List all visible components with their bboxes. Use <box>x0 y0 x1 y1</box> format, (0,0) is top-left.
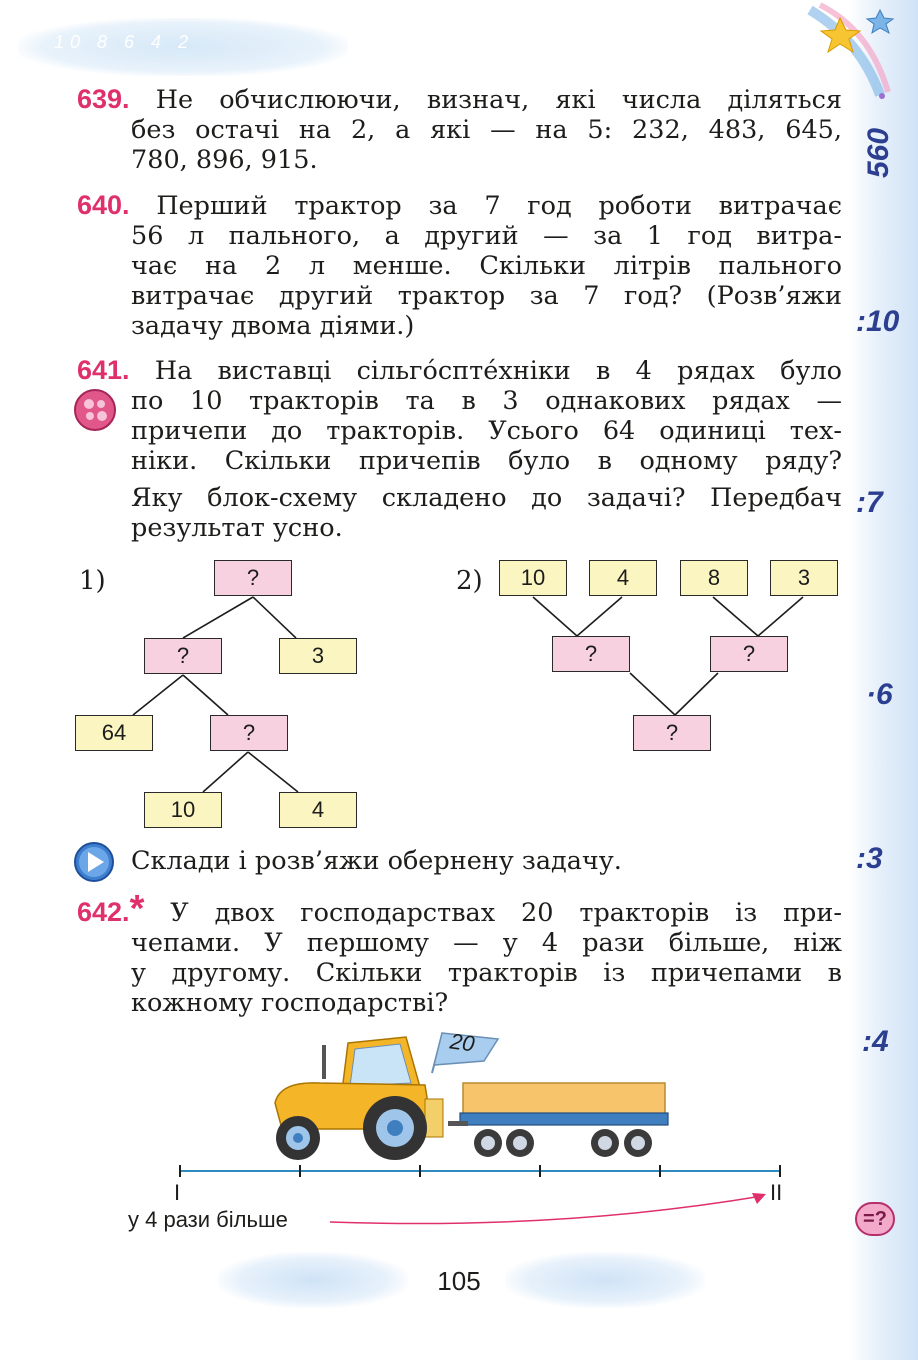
task-line: результат усно. <box>131 513 343 543</box>
top-cloud-decoration: 10 8 6 4 2 <box>18 18 348 76</box>
side-label-mul6: ·6 <box>866 678 893 711</box>
page-number: 105 <box>437 1266 481 1296</box>
task-640: 640. Перший трактор за 7 год роботи витр… <box>77 190 842 341</box>
footer-cloud-left <box>218 1252 408 1308</box>
schema-1-label: 1) <box>79 566 106 596</box>
schema-2-box-mid-1: ? <box>552 636 630 672</box>
task-line: причепи до тракторів. Усього 64 одиниці … <box>131 416 842 446</box>
task-line: у другому. Скільки тракторів із причепам… <box>131 958 842 988</box>
task-line: витрачає другий трактор за 7 год? (Розв’… <box>131 281 842 311</box>
schema-2-box-bottom: ? <box>633 715 711 751</box>
cloud-numbers: 10 8 6 4 2 <box>54 32 195 52</box>
star-icon: * <box>129 888 145 930</box>
side-label-div4: :4 <box>862 1025 889 1058</box>
task-line: задачу двома діями.) <box>131 311 415 341</box>
task-line: 642.* У двох господарствах 20 тракторів … <box>77 888 842 930</box>
task-number: 639. <box>77 84 130 114</box>
task-641: 641. На виставці сільгóсптéхніки в 4 ряд… <box>77 355 842 543</box>
schema-2-label: 2) <box>456 566 483 596</box>
task-number: 641. <box>77 355 130 385</box>
task-line: 56 л пального, а другий — за 1 год витра… <box>131 221 842 251</box>
task-line: 780, 896, 915. <box>131 145 318 175</box>
play-arrow-icon <box>74 842 114 882</box>
segment-start-label: I <box>174 1180 181 1205</box>
segment-caption: у 4 рази більше <box>128 1207 288 1232</box>
schema-1-box-mid-right: 3 <box>279 638 357 674</box>
task-642: 642.* У двох господарствах 20 тракторів … <box>77 888 842 1018</box>
shooting-stars-icon <box>807 2 895 99</box>
task-line: кожному господарстві? <box>131 988 449 1018</box>
task-line: 640. Перший трактор за 7 год роботи витр… <box>77 190 843 221</box>
side-label-div7: :7 <box>856 486 883 519</box>
footer-cloud-right <box>505 1252 705 1308</box>
schema-2-box-top-3: 8 <box>680 560 748 596</box>
task-number: 640. <box>77 190 130 220</box>
tractor-with-trailer-illustration <box>274 1032 669 1160</box>
schema-1-box-top: ? <box>214 560 292 596</box>
task-639: 639. Не обчислюючи, визнач, які числа ді… <box>77 84 842 175</box>
task-line: 639. Не обчислюючи, визнач, які числа ді… <box>77 84 843 115</box>
side-label-div10: :10 <box>856 305 900 338</box>
schema-2-box-top-4: 3 <box>770 560 838 596</box>
task-line: 641. На виставці сільгóсптéхніки в 4 ряд… <box>77 355 842 386</box>
schema-1-box-mid-left: ? <box>144 638 222 674</box>
segment-end-label: II <box>770 1180 783 1205</box>
schema-2-box-mid-2: ? <box>710 636 788 672</box>
reverse-task-text: Склади і розв’яжи обернену задачу. <box>131 846 622 876</box>
task-line: чає на 2 л менше. Скільки літрів пальног… <box>131 251 842 281</box>
schema-2-box-top-1: 10 <box>499 560 567 596</box>
side-label-div3: :3 <box>856 842 883 875</box>
schema-1-box-low-left: 64 <box>75 715 153 751</box>
side-decoration-strip <box>848 0 918 1360</box>
task-line: чепами. У першому — у 4 рази більше, ніж <box>131 928 842 958</box>
task-line: без остачі на 2, а які — на 5: 232, 483,… <box>131 115 842 145</box>
task-line: Яку блок-схему складено до задачі? Перед… <box>131 483 842 513</box>
equals-question-icon: =? <box>855 1202 895 1236</box>
schema-1-box-low-right: ? <box>210 715 288 751</box>
task-line: по 10 тракторів та в 3 однакових рядах — <box>131 386 842 416</box>
schema-1-box-bottom-left: 10 <box>144 792 222 828</box>
schema-1-box-bottom-right: 4 <box>279 792 357 828</box>
puzzle-icon <box>74 389 116 431</box>
task-line: ніки. Скільки причепів було в одному ряд… <box>131 446 842 476</box>
schema-2-box-top-2: 4 <box>589 560 657 596</box>
task-number: 642. <box>77 897 130 927</box>
